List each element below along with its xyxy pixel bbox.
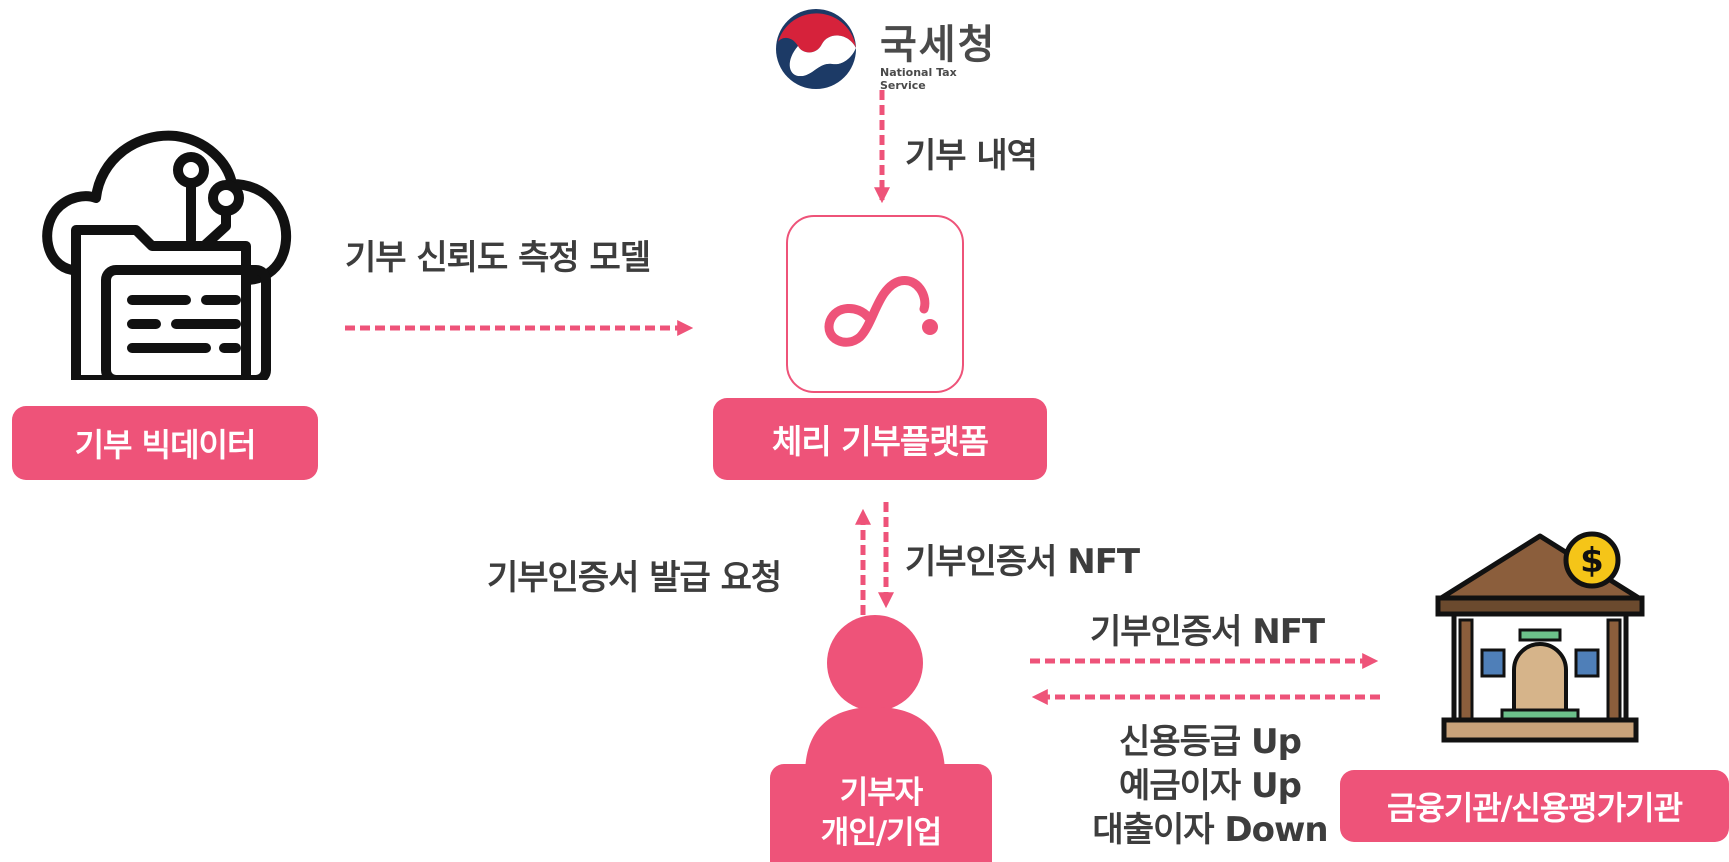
nts-name-en: National Tax Service	[880, 66, 957, 92]
node-finance: 금융기관/신용평가기관	[1340, 770, 1729, 842]
node-donor: 기부자 개인/기업	[770, 764, 992, 862]
edge-label-donor-to-finance: 기부인증서 NFT	[1090, 612, 1325, 652]
nts-logo: 국세청 National Tax Service	[772, 6, 1002, 92]
person-icon	[805, 615, 945, 775]
taegeuk-emblem-icon	[776, 9, 856, 89]
bank-icon: $	[1435, 531, 1645, 743]
benefit-deposit-interest: 예금이자 Up	[1119, 766, 1302, 806]
edge-label-finance-benefits: 신용등급 Up 예금이자 Up 대출이자 Down	[1080, 720, 1340, 852]
edge-label-nts-to-platform: 기부 내역	[905, 136, 1038, 176]
edge-label-platform-to-donor: 기부인증서 NFT	[905, 542, 1140, 582]
platform-logo-card	[786, 215, 964, 393]
cherry-logo-icon	[824, 276, 938, 347]
nts-name-ko: 국세청	[880, 22, 997, 68]
node-donor-subtitle: 개인/기업	[820, 815, 942, 851]
node-big-data: 기부 빅데이터	[12, 406, 318, 480]
node-donor-title: 기부자	[839, 775, 924, 811]
node-cherry-platform: 체리 기부플랫폼	[713, 398, 1047, 480]
svg-text:$: $	[1580, 541, 1604, 581]
cloud-data-folder-icon	[42, 130, 292, 380]
edge-label-data-to-platform: 기부 신뢰도 측정 모델	[345, 238, 651, 278]
edge-label-donor-request: 기부인증서 발급 요청	[487, 558, 782, 598]
benefit-loan-interest: 대출이자 Down	[1092, 810, 1328, 850]
benefit-credit-grade: 신용등급 Up	[1119, 722, 1302, 762]
